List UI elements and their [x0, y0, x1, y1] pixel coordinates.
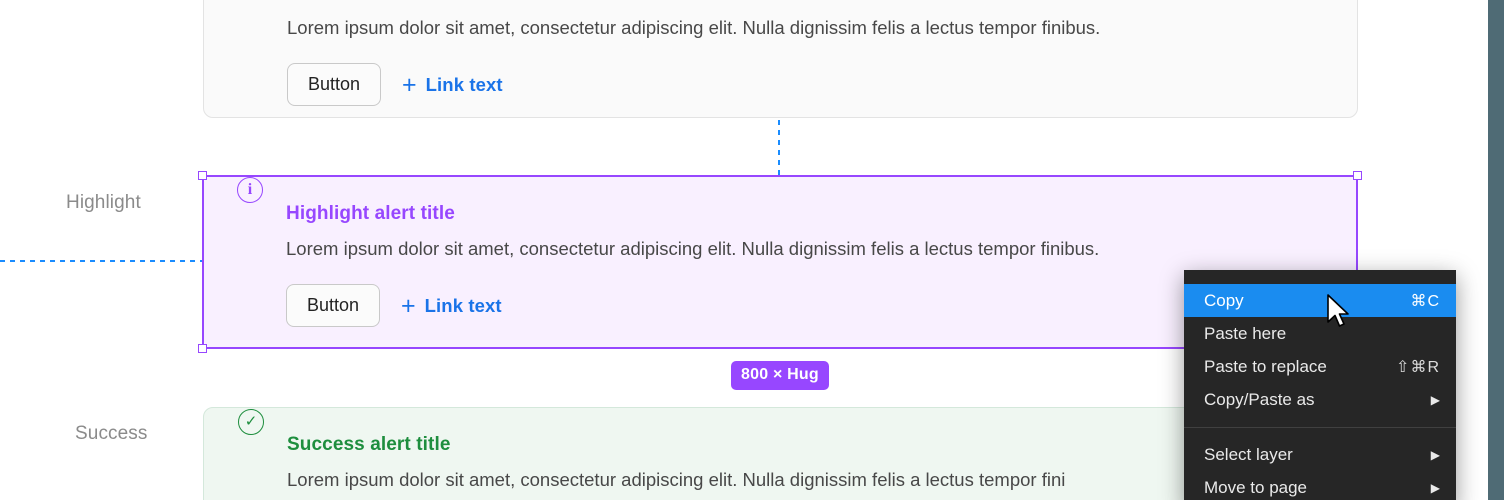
- menu-item-copy[interactable]: Copy ⌘C: [1184, 284, 1456, 317]
- alert-card-success[interactable]: ✓ Success alert title Lorem ipsum dolor …: [203, 407, 1358, 500]
- menu-item-label: Paste to replace: [1204, 356, 1327, 376]
- menu-item-label: Copy/Paste as: [1204, 389, 1315, 409]
- mouse-cursor-icon: [1327, 294, 1349, 327]
- menu-item-select-layer[interactable]: Select layer ▶: [1184, 438, 1456, 471]
- check-circle-icon: ✓: [238, 409, 264, 435]
- submenu-arrow-icon: ▶: [1430, 480, 1440, 495]
- submenu-arrow-icon: ▶: [1430, 447, 1440, 462]
- plus-icon: +: [401, 291, 416, 320]
- info-circle-icon: i: [237, 177, 263, 203]
- alert-card-highlight[interactable]: i Highlight alert title Lorem ipsum dolo…: [203, 176, 1358, 348]
- alert-actions: Button + Link text: [286, 284, 1324, 327]
- size-badge: 800 × Hug: [731, 361, 829, 390]
- alert-button[interactable]: Button: [287, 63, 382, 106]
- horizontal-guide-line: [0, 260, 203, 262]
- alert-body-text: Lorem ipsum dolor sit amet, consectetur …: [287, 17, 1101, 38]
- alert-title: Highlight alert title: [286, 203, 455, 224]
- alert-link-label: Link text: [424, 294, 502, 316]
- context-menu[interactable]: Copy ⌘C Paste here Paste to replace ⇧⌘R …: [1184, 270, 1456, 500]
- alert-content: Lorem ipsum dolor sit amet, consectetur …: [238, 0, 1323, 106]
- alert-link-label: Link text: [425, 73, 503, 95]
- menu-item-label: Move to page: [1204, 477, 1308, 497]
- row-label-success: Success: [75, 423, 148, 444]
- submenu-arrow-icon: ▶: [1430, 392, 1440, 407]
- alert-card-neutral[interactable]: Lorem ipsum dolor sit amet, consectetur …: [203, 0, 1358, 118]
- menu-separator: [1184, 427, 1456, 428]
- row-label-highlight: Highlight: [66, 192, 141, 213]
- menu-item-paste-here[interactable]: Paste here: [1184, 317, 1456, 350]
- alert-body-text: Lorem ipsum dolor sit amet, consectetur …: [287, 469, 1066, 490]
- menu-item-shortcut: ⌘C: [1410, 292, 1440, 310]
- alert-button[interactable]: Button: [286, 284, 381, 327]
- alert-actions: Button + Link text: [287, 63, 1323, 106]
- menu-item-label: Copy: [1204, 290, 1244, 310]
- menu-item-move-to-page[interactable]: Move to page ▶: [1184, 471, 1456, 500]
- menu-item-label: Select layer: [1204, 444, 1293, 464]
- alert-link[interactable]: + Link text: [402, 70, 503, 99]
- menu-item-label: Paste here: [1204, 323, 1287, 343]
- alert-content: i Highlight alert title Lorem ipsum dolo…: [237, 176, 1324, 327]
- menu-item-shortcut: ⇧⌘R: [1396, 358, 1440, 376]
- alert-link[interactable]: + Link text: [401, 291, 502, 320]
- menu-item-copy-paste-as[interactable]: Copy/Paste as ▶: [1184, 383, 1456, 416]
- alert-content: ✓ Success alert title Lorem ipsum dolor …: [238, 408, 1323, 493]
- plus-icon: +: [402, 70, 417, 99]
- menu-item-paste-to-replace[interactable]: Paste to replace ⇧⌘R: [1184, 350, 1456, 383]
- alert-title: Success alert title: [287, 434, 451, 455]
- alert-body-text: Lorem ipsum dolor sit amet, consectetur …: [286, 238, 1100, 259]
- right-edge-scrollbar[interactable]: [1488, 0, 1504, 500]
